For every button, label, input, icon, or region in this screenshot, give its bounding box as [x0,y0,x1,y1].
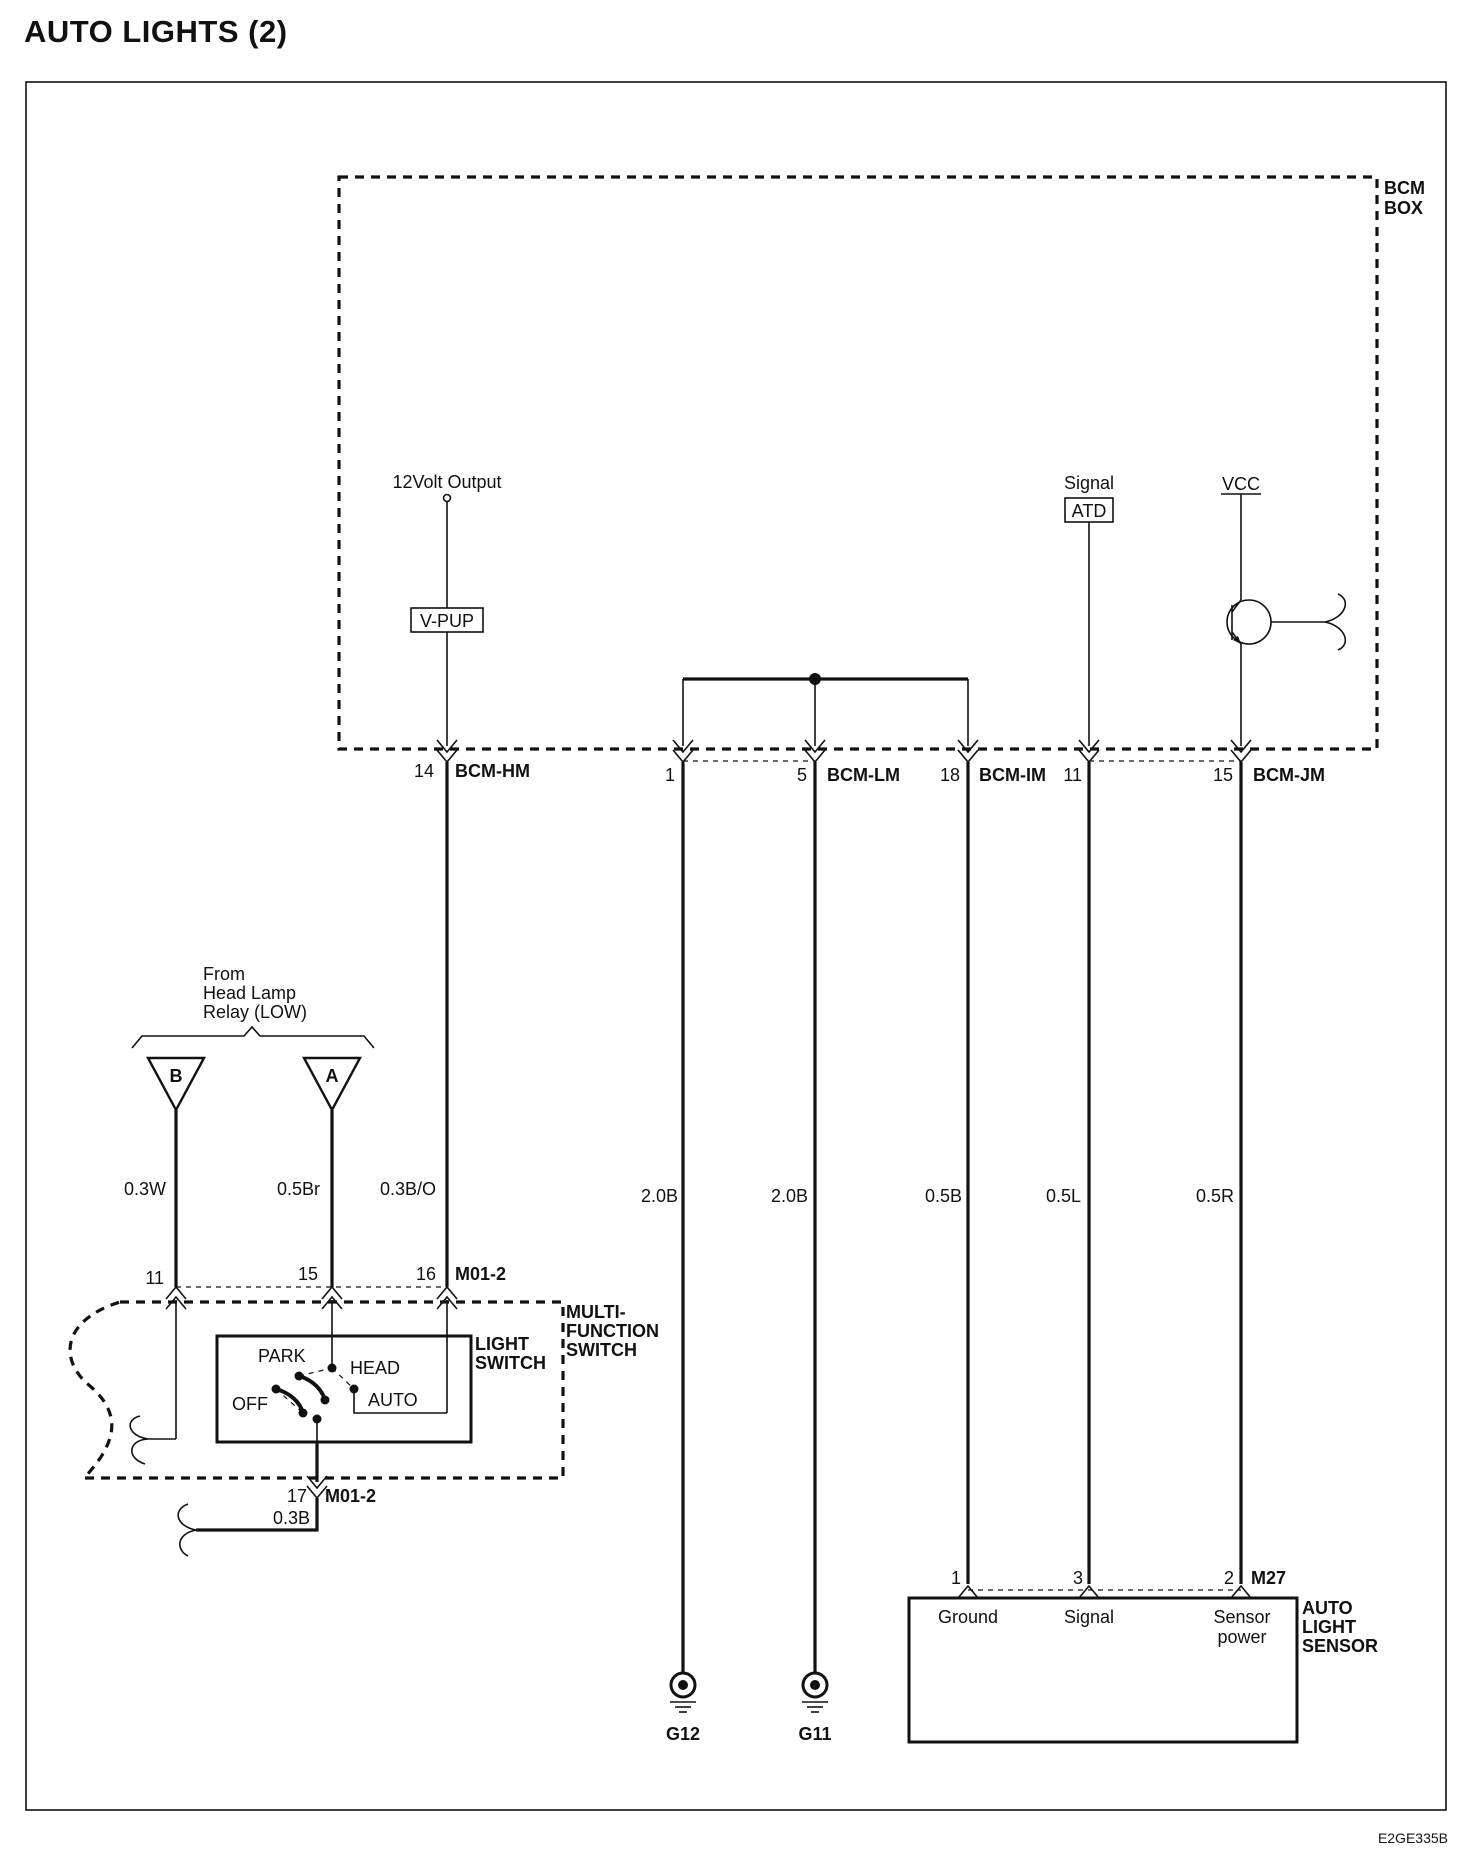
wire-label-signal: 0.5L [1046,1186,1081,1206]
auto-light-sensor: 1 3 2 M27 Ground Signal Sensor power AUT… [907,1568,1378,1744]
mf-connector-bottom: M01-2 [325,1486,376,1506]
switch-auto-label: AUTO [368,1390,418,1410]
wire-label-b: 0.3W [124,1179,166,1199]
mf-pin-11: 11 [145,1268,164,1288]
mf-pin-16: 16 [416,1264,436,1284]
bcm-vpup-label: V-PUP [420,611,474,631]
sensor-pin-2: 2 [1224,1568,1234,1588]
connector-a-label: A [326,1066,339,1086]
mf-label-3: SWITCH [566,1340,637,1360]
headlamp-from-line-2: Head Lamp [203,983,296,1003]
sensor-pin-1: 1 [951,1568,961,1588]
light-switch-label-1: LIGHT [475,1334,529,1354]
bcm-im-pin: 18 [940,765,960,785]
wire-label-17: 0.3B [273,1508,310,1528]
wire-label-power: 0.5R [1196,1186,1234,1206]
headlamp-from-line-1: From [203,964,245,984]
switch-contacts [271,1363,359,1442]
diagram-code: E2GE335B [1377,1830,1448,1846]
bcm-12v-output-label: 12Volt Output [392,472,501,492]
headlamp-from-line-3: Relay (LOW) [203,1002,307,1022]
sensor-connector: M27 [1251,1568,1286,1588]
ground-g12-label: G12 [666,1724,700,1744]
wire-label-g12: 2.0B [641,1186,678,1206]
mf-label-2: FUNCTION [566,1321,659,1341]
wire-label-g11: 2.0B [771,1186,808,1206]
connector-a-triangle [301,1056,363,1113]
wire-label-hm: 0.3B/O [380,1179,436,1199]
connector-b-triangle [145,1056,207,1113]
sensor-power-label-1: Sensor [1213,1607,1270,1627]
bcm-atd-pin: 11 [1063,765,1082,785]
switch-head-label: HEAD [350,1358,400,1378]
sensor-label-3: SENSOR [1302,1636,1378,1656]
sensor-power-label-2: power [1217,1627,1266,1647]
multifunction-switch: 11 15 16 M01-2 MULTI- FUNCTION SWITCH LI… [68,1264,659,1557]
bcm-ground-junction [809,673,821,685]
switch-park-label: PARK [258,1346,306,1366]
bcm-hm-pin: 14 [414,761,434,781]
bcm-jm-pin: 15 [1213,765,1233,785]
sensor-ground-label: Ground [938,1607,998,1627]
ground-g11-label: G11 [798,1724,831,1744]
bcm-lm-pin-5: 5 [797,765,807,785]
page-title: AUTO LIGHTS (2) [24,14,288,49]
light-switch-label-2: SWITCH [475,1353,546,1373]
sensor-signal-label: Signal [1064,1607,1114,1627]
headlamp-relay-source: From Head Lamp Relay (LOW) B A [131,964,375,1113]
mf-label-1: MULTI- [566,1302,626,1322]
mf-connector-top: M01-2 [455,1264,506,1284]
mf-pin-17: 17 [287,1486,307,1506]
bcm-lm-connector: BCM-LM [827,765,900,785]
bcm-lm-pin-1: 1 [665,765,675,785]
bcm-signal-label: Signal [1064,473,1114,493]
bcm-box: BCM BOX 12Volt Output V-PUP Signal ATD V… [337,175,1425,764]
wire-label-a: 0.5Br [277,1179,320,1199]
mf-pin-15: 15 [298,1264,318,1284]
bcm-vcc-label: VCC [1222,474,1260,494]
transistor-icon [1226,593,1347,651]
bcm-im-connector: BCM-IM [979,765,1046,785]
bcm-atd-label: ATD [1072,501,1107,521]
ground-g11: G11 [798,1671,832,1744]
ground-g12: G12 [666,1671,700,1744]
bcm-box-label-1: BCM [1384,178,1425,198]
bcm-jm-connector: BCM-JM [1253,765,1325,785]
sensor-pin-3: 3 [1073,1568,1083,1588]
wire-label-ground: 0.5B [925,1186,962,1206]
diagram-frame [25,81,1447,1811]
bcm-box-label-2: BOX [1384,198,1423,218]
connector-b-label: B [170,1066,183,1086]
sensor-label-2: LIGHT [1302,1617,1356,1637]
bcm-connector-chevrons [436,739,1252,764]
switch-off-label: OFF [232,1394,268,1414]
bcm-hm-connector: BCM-HM [455,761,530,781]
sensor-label-1: AUTO [1302,1598,1353,1618]
